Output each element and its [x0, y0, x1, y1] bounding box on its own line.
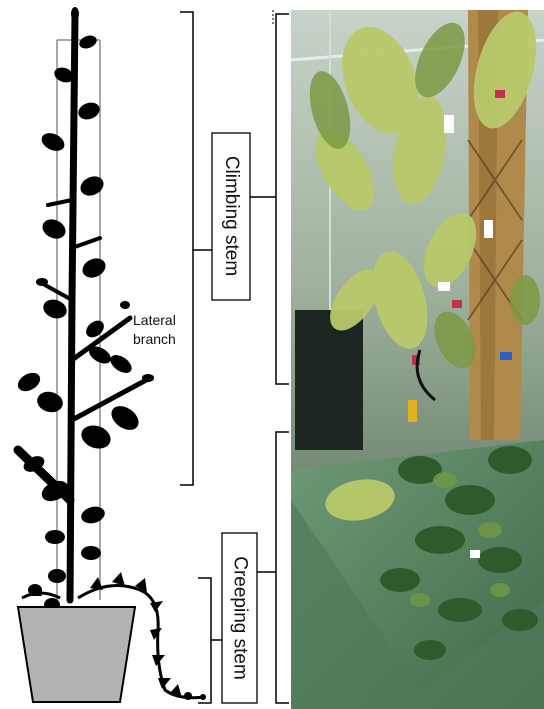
creeping-stem-bracket-photo — [257, 432, 289, 703]
leaf — [76, 100, 102, 123]
leaf — [142, 374, 154, 382]
leaf — [39, 216, 68, 242]
lateral-branch-label-line2: branch — [133, 331, 176, 347]
leaf — [77, 33, 98, 50]
climbing-stem-label: Climbing stem — [221, 156, 242, 276]
leaf — [79, 255, 108, 281]
leaf — [41, 296, 70, 321]
leaf — [15, 369, 44, 395]
plant-diagram-icon — [15, 7, 206, 702]
climbing-stem-bracket-photo — [250, 14, 289, 384]
leaf — [81, 546, 101, 560]
pot-icon — [18, 607, 135, 702]
leaf — [120, 301, 130, 309]
leaf — [77, 173, 106, 199]
creeping-stem-label: Creeping stem — [229, 556, 250, 680]
leaf — [79, 504, 106, 526]
leaf — [107, 351, 135, 376]
lateral-branch-label-line1: Lateral — [133, 312, 176, 328]
leaf — [107, 401, 143, 435]
climbing-stem-bracket-diagram — [180, 12, 212, 485]
leaf — [45, 530, 65, 544]
lateral-branches — [18, 200, 150, 500]
leaf — [78, 422, 114, 453]
leaf — [48, 569, 66, 583]
main-stem — [70, 16, 75, 600]
greenhouse-photo — [291, 5, 544, 709]
stem-tip — [71, 7, 79, 21]
creeping-stem-bracket-diagram — [198, 578, 222, 703]
leaf — [36, 278, 48, 286]
leaf — [39, 130, 68, 155]
leaf — [35, 389, 65, 415]
